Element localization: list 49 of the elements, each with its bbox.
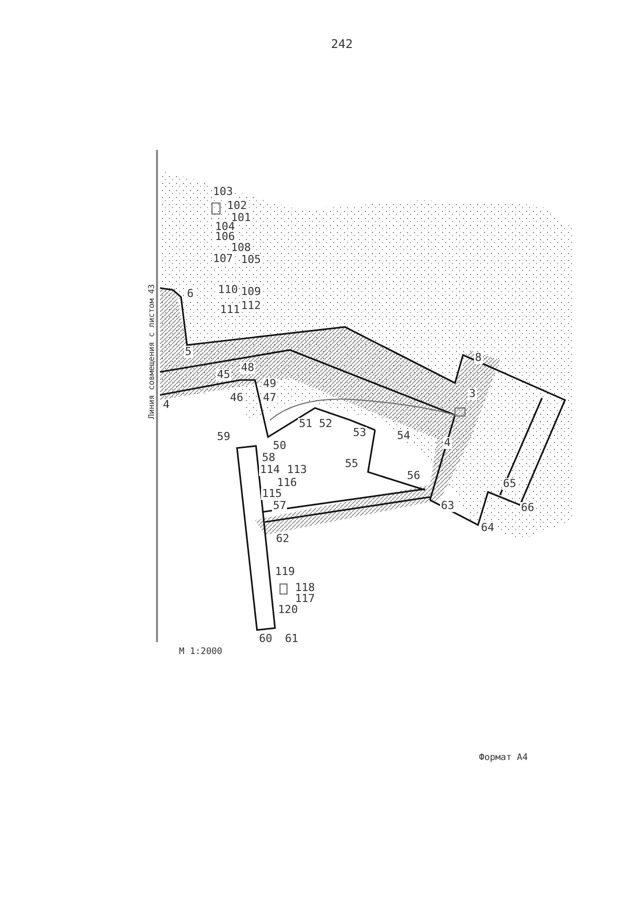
point-number: 64 (480, 522, 496, 534)
point-number: 46 (229, 392, 244, 404)
point-number: 49 (262, 378, 278, 390)
point-number: 118 (294, 582, 316, 594)
point-number: 4 (443, 437, 452, 449)
page-number: 242 (330, 38, 354, 50)
point-number: 114 (259, 464, 281, 476)
point-number: 112 (240, 300, 262, 312)
point-number: 6 (186, 288, 195, 300)
point-number: 59 (216, 431, 232, 443)
point-number: 116 (276, 477, 298, 489)
point-number: 52 (318, 418, 334, 430)
point-number: 102 (226, 200, 248, 212)
point-number: 3 (468, 388, 477, 400)
point-number: 110 (217, 284, 239, 296)
point-number: 109 (240, 286, 262, 298)
point-number: 103 (212, 186, 234, 198)
point-number: 108 (230, 242, 252, 254)
point-number: 50 (272, 440, 288, 452)
point-number: 60 (258, 633, 274, 645)
point-number: 107 (212, 253, 234, 265)
point-number: 117 (294, 593, 316, 605)
point-number: 58 (261, 452, 276, 464)
sheet-match-line-label: Линия совмещения с листом 43 (147, 283, 156, 420)
point-number: 105 (240, 254, 262, 266)
point-number: 47 (262, 392, 278, 404)
point-number: 115 (261, 488, 283, 500)
point-number: 66 (520, 502, 536, 514)
point-number: 56 (406, 470, 422, 482)
point-number: 51 (298, 418, 314, 430)
point-number: 120 (277, 604, 299, 616)
format-label: Формат А4 (478, 752, 529, 764)
point-number: 119 (274, 566, 296, 578)
point-number: 63 (440, 500, 456, 512)
point-number: 4 (162, 399, 171, 411)
point-number: 5 (184, 346, 193, 358)
point-number: 113 (286, 464, 308, 476)
point-number: 57 (272, 500, 288, 512)
point-number: 45 (216, 369, 232, 381)
point-number: 106 (214, 231, 236, 243)
point-number: 8 (474, 352, 483, 364)
point-number: 48 (240, 362, 256, 374)
point-number: 55 (344, 458, 360, 470)
point-number: 54 (396, 430, 412, 442)
point-number: 65 (502, 478, 518, 490)
point-number: 111 (219, 304, 241, 316)
point-number: 53 (352, 427, 368, 439)
point-number: 61 (284, 633, 300, 645)
point-number: 62 (275, 533, 290, 545)
